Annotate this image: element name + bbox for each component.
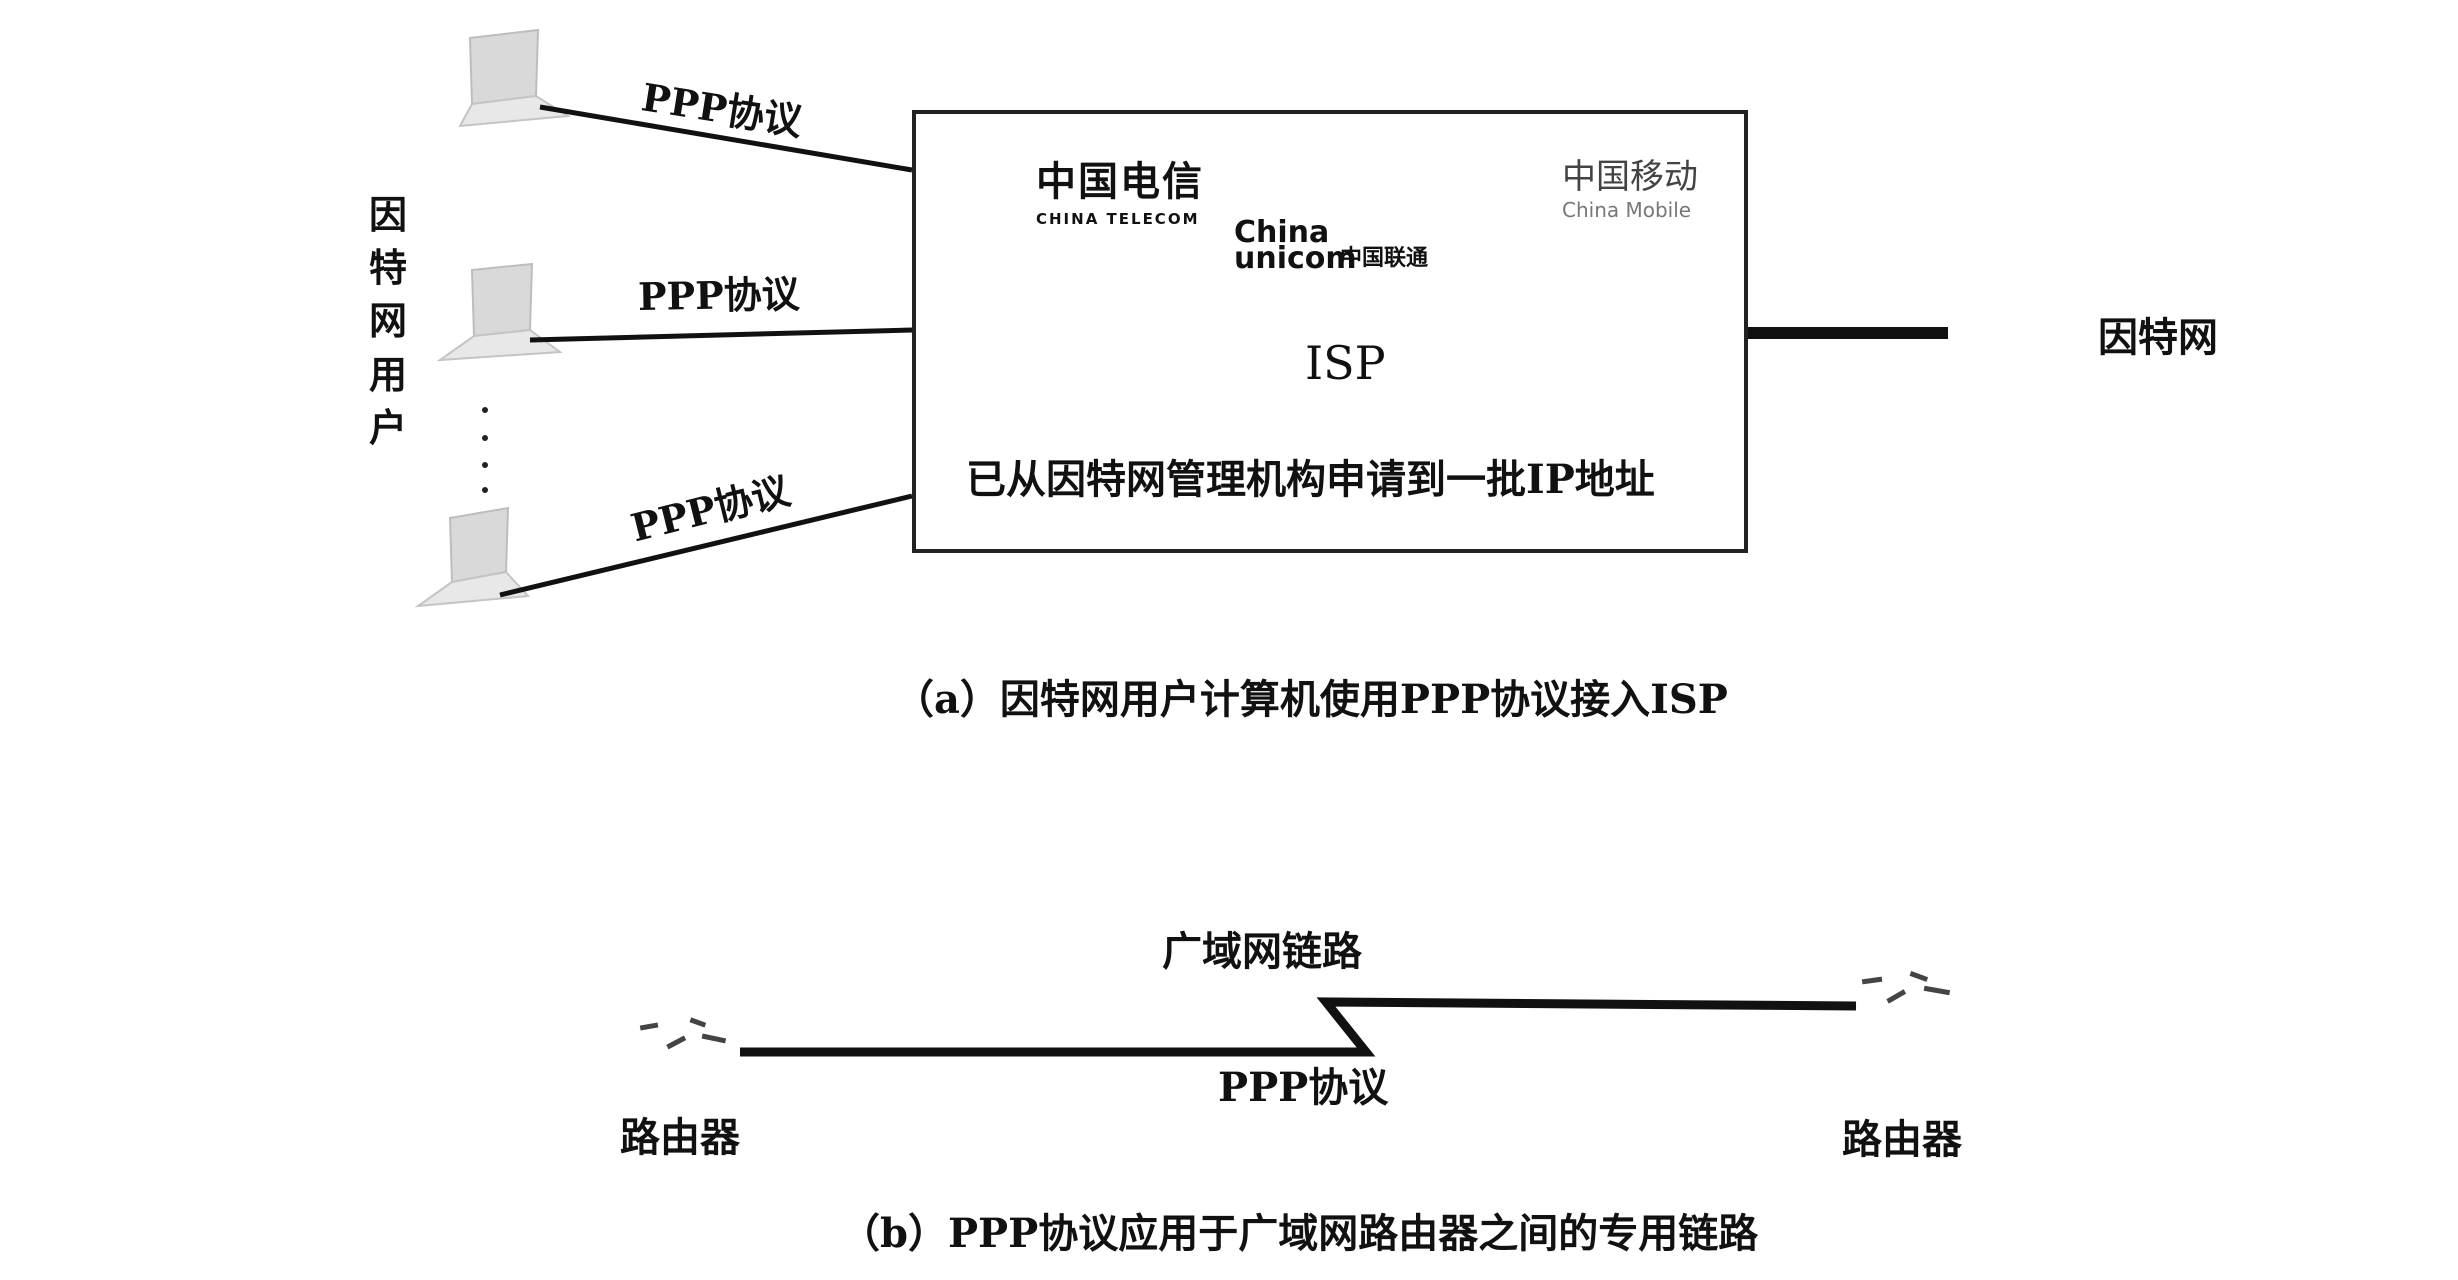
telecom-logo-cn: 中国电信: [1036, 159, 1204, 205]
internet-label: 因特网: [2098, 314, 2218, 361]
wan-ppp-label: PPP协议: [1218, 1064, 1389, 1111]
ppp-link-line: [529, 327, 913, 343]
isp-box: [912, 110, 1748, 553]
wan-link-label: 广域网链路: [1162, 928, 1362, 975]
unicom-logo-line1: China: [1234, 215, 1330, 250]
ppp-link-line: [499, 493, 913, 598]
unicom-logo-cn: 中国联通: [1340, 246, 1429, 271]
isp-note: 已从因特网管理机构申请到一批IP地址: [966, 456, 1655, 503]
router-label-right: 路由器: [1842, 1116, 1962, 1163]
telecom-logo-en: CHINA TELECOM: [1036, 210, 1200, 228]
router-icon: [1861, 971, 1951, 1004]
caption-b: （b）PPP协议应用于广域网路由器之间的专用链路: [840, 1210, 1759, 1257]
laptop-icon: [458, 28, 572, 128]
wan-link-line: [740, 997, 1857, 1057]
router-icon: [639, 1017, 727, 1050]
caption-a: （a）因特网用户计算机使用PPP协议接入ISP: [894, 676, 1728, 723]
ellipsis-dots: [482, 407, 488, 493]
internet-users-label: 因特网用户: [368, 192, 407, 450]
isp-title: ISP: [1305, 336, 1386, 390]
unicom-logo-line2: unicom: [1234, 241, 1357, 276]
ppp-link-line: [539, 104, 913, 173]
laptop-icon: [436, 262, 563, 362]
laptop-icon: [414, 506, 531, 608]
mobile-logo-cn: 中国移动: [1562, 157, 1698, 197]
mobile-logo-en: China Mobile: [1562, 198, 1692, 222]
router-label-left: 路由器: [620, 1114, 740, 1161]
ppp-protocol-label: PPP协议: [637, 271, 801, 319]
